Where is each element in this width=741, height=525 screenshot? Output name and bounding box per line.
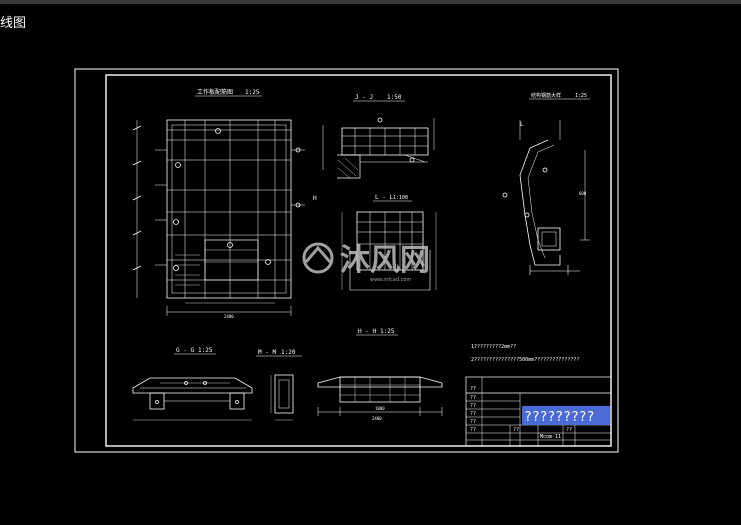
main-plan-scale: 1:25 [245,89,260,96]
outer-sheet-border [74,68,619,453]
ll-title: L - L [375,194,393,201]
main-plan-view [132,119,305,316]
tb-cell-3: ?? [470,403,476,409]
rebar-detail-view [502,120,590,275]
inner-frame-border [105,74,612,447]
tb-cell-2: ?? [470,395,476,401]
section-mark-l: L [520,121,524,128]
watermark-logo-icon [302,242,334,274]
tb-cell-8: ?? [566,427,572,433]
tb-cell-5: ?? [470,419,476,425]
title-highlight-box [522,406,610,425]
main-plan-title: 工作板配筋图 [197,88,233,96]
detail-title: 结构钢筋大样 [531,92,561,99]
jj-section-view [322,117,435,179]
tb-cell-4: ?? [470,411,476,417]
ll-scale: 1:100 [393,195,408,201]
title-highlight-text: ????????? [524,410,594,425]
section-mark-h: H [313,195,317,202]
tb-cell-1: ?? [470,386,476,392]
detail-scale: 1:25 [575,93,587,99]
hh-dim-total: 2400 [372,416,382,421]
note-line-1: 1?????????2mm?? [471,344,516,350]
mm-title: M - M [258,349,276,356]
tb-cell-6: ?? [470,427,476,433]
jj-title: J - J [355,94,373,101]
note-line-2: 2???????????????500mm??????????????? [471,357,579,363]
hh-dim-inner: 1800 [375,406,385,411]
main-plan-dim: 2400 [224,314,234,319]
gg-scale: 1:25 [198,347,213,354]
detail-dim: 600 [579,191,587,196]
hh-title: H - H [358,328,376,335]
watermark-url: www.mfcad.com [370,277,411,283]
mm-section-view [270,374,294,421]
watermark: 沐风网 www.mfcad.com [302,242,430,283]
drawing-tab-caption[interactable]: 线图 [0,16,27,31]
hh-scale: 1:25 [380,328,395,335]
drawing-number: Mcom-11 [540,434,561,440]
gg-title: G - G [176,347,194,354]
top-toolbar-strip [0,0,741,4]
watermark-brand: 沐风网 [340,243,430,278]
hh-section-view [317,376,443,416]
gg-section-view [132,377,253,421]
tb-cell-7: ?? [513,427,519,433]
jj-scale: 1:50 [387,94,402,101]
mm-scale: 1:20 [281,349,296,356]
ll-section-view [341,211,437,291]
